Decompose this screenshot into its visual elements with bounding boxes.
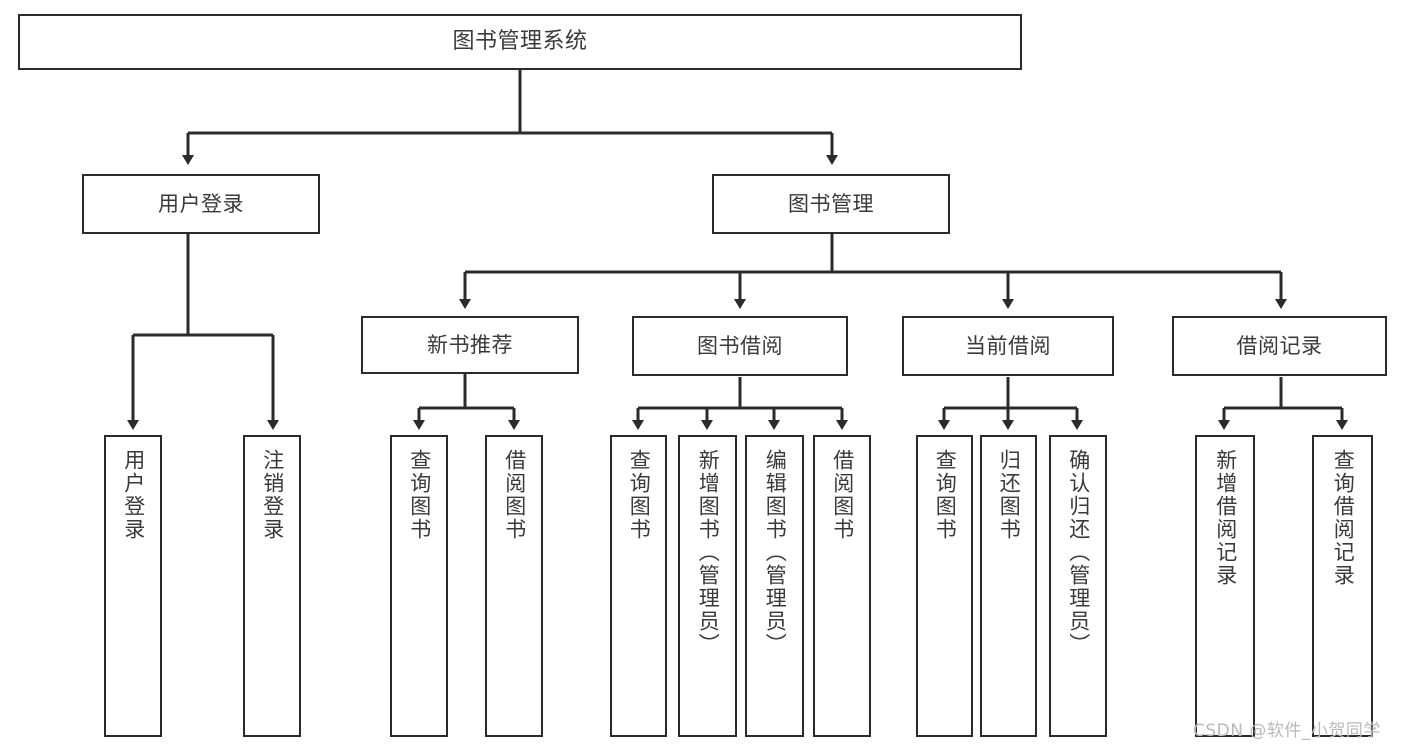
- node-book-borrow[interactable]: 图书借阅: [632, 316, 848, 376]
- node-borrow-record-label: 借阅记录: [1236, 333, 1323, 358]
- node-book-manage[interactable]: 图书管理: [712, 174, 950, 234]
- node-leaf-borrow-book-1-label: 借阅图书: [502, 449, 527, 541]
- node-leaf-confirm-return[interactable]: 确认归还（管理员）: [1049, 435, 1107, 737]
- node-leaf-query-record[interactable]: 查询借阅记录: [1312, 435, 1373, 737]
- node-borrow-record[interactable]: 借阅记录: [1172, 316, 1387, 376]
- node-new-book-recommend[interactable]: 新书推荐: [361, 316, 579, 374]
- node-leaf-confirm-return-label: 确认归还（管理员）: [1066, 449, 1091, 656]
- node-leaf-add-record[interactable]: 新增借阅记录: [1195, 435, 1255, 737]
- node-leaf-query-book-1-label: 查询图书: [407, 449, 432, 541]
- node-leaf-edit-book-label: 编辑图书（管理员）: [763, 449, 788, 656]
- node-leaf-user-logout-label: 注销登录: [260, 449, 285, 541]
- node-leaf-add-book[interactable]: 新增图书（管理员）: [678, 435, 737, 737]
- node-leaf-add-record-label: 新增借阅记录: [1213, 449, 1238, 587]
- node-new-book-recommend-label: 新书推荐: [427, 332, 513, 357]
- node-book-manage-label: 图书管理: [788, 191, 874, 216]
- node-leaf-add-book-label: 新增图书（管理员）: [696, 449, 721, 656]
- node-current-borrow-label: 当前借阅: [965, 333, 1051, 358]
- node-user-login-label: 用户登录: [158, 191, 244, 216]
- node-root-label: 图书管理系统: [452, 29, 588, 55]
- node-leaf-edit-book[interactable]: 编辑图书（管理员）: [745, 435, 804, 737]
- node-leaf-user-login-label: 用户登录: [121, 449, 146, 541]
- node-book-borrow-label: 图书借阅: [697, 333, 783, 358]
- node-root[interactable]: 图书管理系统: [18, 14, 1022, 70]
- node-leaf-query-book-2-label: 查询图书: [627, 449, 652, 541]
- node-leaf-query-record-label: 查询借阅记录: [1331, 449, 1356, 587]
- node-leaf-borrow-book-1[interactable]: 借阅图书: [485, 435, 543, 737]
- node-leaf-return-book[interactable]: 归还图书: [980, 435, 1037, 737]
- node-current-borrow[interactable]: 当前借阅: [902, 316, 1114, 376]
- node-leaf-query-book-2[interactable]: 查询图书: [610, 435, 667, 737]
- node-leaf-query-book-3[interactable]: 查询图书: [916, 435, 973, 737]
- node-leaf-borrow-book-2-label: 借阅图书: [830, 449, 855, 541]
- node-leaf-query-book-3-label: 查询图书: [933, 449, 958, 541]
- node-user-login[interactable]: 用户登录: [82, 174, 320, 234]
- node-leaf-borrow-book-2[interactable]: 借阅图书: [813, 435, 871, 737]
- node-leaf-query-book-1[interactable]: 查询图书: [390, 435, 448, 737]
- node-leaf-return-book-label: 归还图书: [997, 449, 1022, 541]
- node-leaf-user-logout[interactable]: 注销登录: [243, 435, 301, 737]
- node-leaf-user-login[interactable]: 用户登录: [104, 435, 162, 737]
